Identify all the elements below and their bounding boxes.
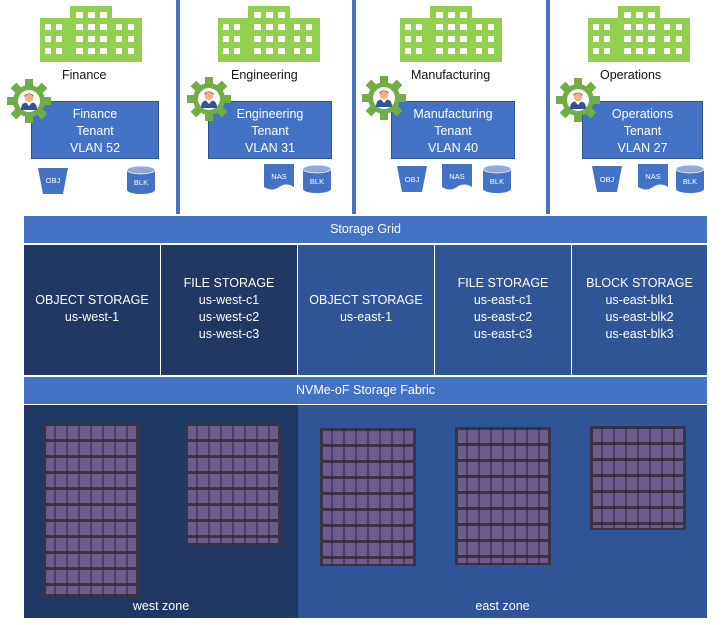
server-rack-icon	[320, 428, 416, 566]
volume-label: BLK	[309, 177, 325, 186]
tenant-box-line: Engineering	[236, 107, 304, 121]
tenant-box: Operations Tenant VLAN 27	[582, 101, 703, 159]
server-rack-icon	[43, 423, 139, 597]
storage-cell-line: FILE STORAGE	[457, 276, 549, 290]
tenant-box-line: VLAN 40	[427, 141, 479, 155]
volume-label: BLK	[489, 177, 505, 186]
tenant-name: Manufacturing	[411, 68, 491, 82]
tenant-box-line: Tenant	[76, 124, 114, 138]
volume-label: NAS	[645, 172, 661, 181]
volume-label: OBJ	[404, 175, 420, 184]
server-rack-icon	[185, 423, 281, 545]
object-storage-icon	[397, 166, 427, 192]
tenant-admin-gear-icon	[7, 79, 51, 123]
tenant-admin-gear-icon	[362, 76, 406, 120]
storage-cell-line: us-east-blk3	[605, 327, 674, 341]
storage-cell-object-west: OBJECT STORAGE us-west-1	[24, 245, 160, 375]
file-storage-icon	[638, 164, 668, 190]
tenant-box-line: VLAN 31	[244, 141, 296, 155]
object-storage-icon	[38, 168, 68, 194]
volume-label: BLK	[133, 178, 149, 187]
volume-label: NAS	[449, 172, 465, 181]
storage-cell-line: OBJECT STORAGE	[309, 293, 423, 307]
tenant-box-line: Manufacturing	[413, 107, 493, 121]
tenant-box-line: Operations	[611, 107, 674, 121]
zone-label-east: east zone	[475, 599, 530, 613]
tenant-box-line: Tenant	[623, 124, 662, 138]
storage-cell-line: us-west-c2	[198, 310, 260, 324]
storage-cell-line: OBJECT STORAGE	[35, 293, 149, 307]
tenant-box: Manufacturing Tenant VLAN 40	[391, 101, 515, 159]
nvme-fabric-bar: NVMe-oF Storage Fabric	[24, 377, 707, 404]
storage-cell-file-east: FILE STORAGE us-east-c1 us-east-c2 us-ea…	[435, 245, 571, 375]
storage-cell-line: us-east-1	[339, 310, 393, 324]
tenant-box-line: Tenant	[434, 124, 472, 138]
file-storage-icon	[264, 164, 294, 190]
storage-cell-line: us-east-c1	[473, 293, 533, 307]
server-rack-icon	[590, 426, 686, 530]
tenant-box-line: VLAN 52	[69, 141, 121, 155]
volume-label: OBJ	[599, 175, 615, 184]
tenant-admin-gear-icon	[556, 78, 600, 122]
storage-cell-line: us-east-blk1	[605, 293, 674, 307]
tenant-divider	[176, 0, 180, 214]
storage-cell-line: us-east-c3	[473, 327, 533, 341]
storage-cell-line: BLOCK STORAGE	[586, 276, 693, 290]
volume-label: BLK	[682, 177, 698, 186]
tenant-divider	[352, 0, 356, 214]
tenant-box-line: Finance	[72, 107, 118, 121]
tenant-divider	[546, 0, 550, 214]
tenant-admin-gear-icon	[187, 77, 231, 121]
storage-cell-line: us-east-c2	[473, 310, 533, 324]
tenant-name: Operations	[600, 68, 662, 82]
storage-cell-line: FILE STORAGE	[183, 276, 275, 290]
storage-cell-line: us-west-1	[64, 310, 120, 324]
block-storage-icon	[675, 164, 705, 193]
building-icon	[588, 6, 690, 62]
storage-cell-block-east: BLOCK STORAGE us-east-blk1 us-east-blk2 …	[572, 245, 707, 375]
building-icon	[40, 6, 142, 62]
object-storage-icon	[592, 166, 622, 192]
building-icon	[218, 6, 320, 62]
tenant-name: Engineering	[231, 68, 298, 82]
tenant-box-line: VLAN 27	[617, 141, 668, 155]
storage-cell-line: us-west-c1	[198, 293, 260, 307]
volume-label: OBJ	[45, 176, 61, 185]
tenant-name: Finance	[62, 68, 107, 82]
volume-label: NAS	[271, 172, 287, 181]
zone-label-west: west zone	[132, 599, 190, 613]
block-storage-icon	[482, 164, 512, 193]
file-storage-icon	[442, 164, 472, 190]
storage-cell-object-east: OBJECT STORAGE us-east-1	[298, 245, 434, 375]
storage-grid-bar: Storage Grid	[24, 216, 707, 243]
storage-cell-line: us-east-blk2	[605, 310, 674, 324]
tenant-box: Engineering Tenant VLAN 31	[208, 101, 332, 159]
tenant-box: Finance Tenant VLAN 52	[31, 101, 159, 159]
block-storage-icon	[126, 165, 156, 194]
tenant-box-line: Tenant	[251, 124, 289, 138]
server-rack-icon	[455, 427, 551, 565]
storage-cell-file-west: FILE STORAGE us-west-c1 us-west-c2 us-we…	[161, 245, 297, 375]
building-icon	[400, 6, 502, 62]
storage-cell-line: us-west-c3	[198, 327, 260, 341]
block-storage-icon	[302, 164, 332, 193]
